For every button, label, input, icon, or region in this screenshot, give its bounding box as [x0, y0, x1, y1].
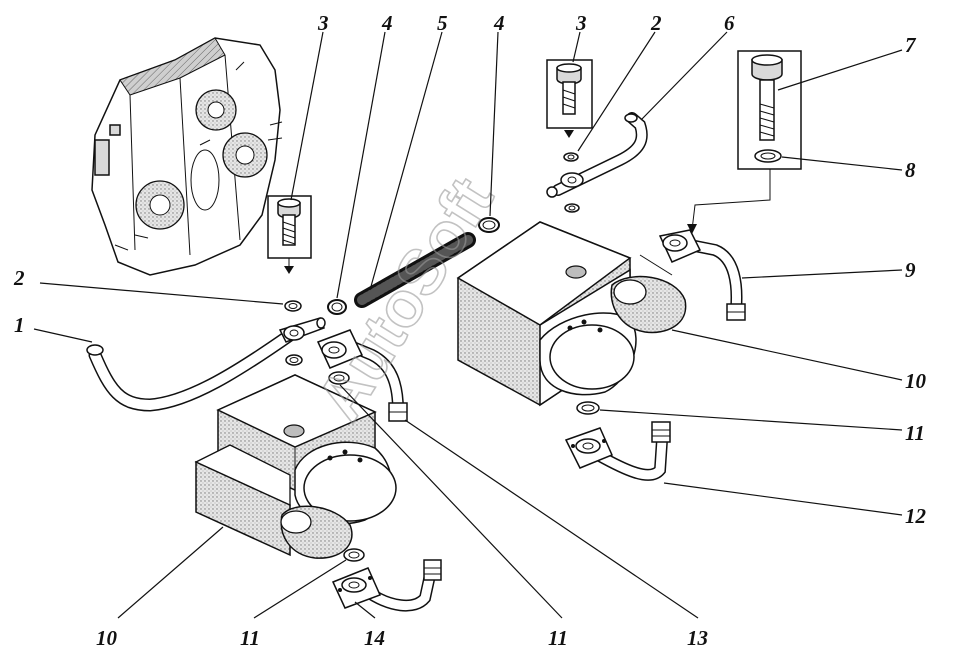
label-2-right: 2 [650, 11, 662, 35]
gearbox-housing [91, 37, 283, 276]
bolt-3-inset-left [267, 195, 312, 274]
label-8: 8 [905, 158, 916, 182]
washer-11-right [576, 401, 600, 415]
pipe-6 [546, 112, 648, 213]
label-10-left: 10 [96, 626, 118, 650]
pipe-14 [331, 559, 442, 612]
filter-10-left [194, 374, 397, 559]
label-12: 12 [905, 504, 927, 528]
clamp-4-left [327, 299, 347, 315]
label-1: 1 [14, 313, 25, 337]
pipe-13 [316, 329, 408, 422]
pipe-12 [564, 421, 671, 481]
label-6: 6 [724, 11, 735, 35]
pipe-1 [86, 317, 326, 412]
label-5: 5 [437, 11, 448, 35]
label-11-right: 11 [905, 421, 925, 445]
label-13: 13 [687, 626, 708, 650]
label-7: 7 [905, 33, 917, 57]
label-11-middle: 11 [548, 626, 568, 650]
washer-2-left [284, 300, 303, 366]
washer-11-lower [343, 548, 365, 562]
bolt-7-inset [687, 50, 802, 234]
label-3-left: 3 [317, 11, 329, 35]
bolt-3-inset-right [546, 59, 593, 138]
label-2-left: 2 [13, 266, 25, 290]
label-3-right: 3 [575, 11, 587, 35]
label-11-lower: 11 [240, 626, 260, 650]
leader-lines [33, 31, 903, 619]
filter-10-right [456, 221, 687, 407]
label-4-right: 4 [493, 11, 505, 35]
label-4-left: 4 [381, 11, 393, 35]
pipe-9 [639, 229, 746, 321]
clamp-4-right [478, 217, 500, 233]
label-9: 9 [905, 258, 916, 282]
hose-5 [354, 232, 476, 308]
part-number-labels: 1 2 3 4 5 4 3 2 6 7 8 9 10 11 12 10 11 1… [13, 11, 927, 650]
label-10-right: 10 [905, 369, 927, 393]
label-14: 14 [364, 626, 385, 650]
